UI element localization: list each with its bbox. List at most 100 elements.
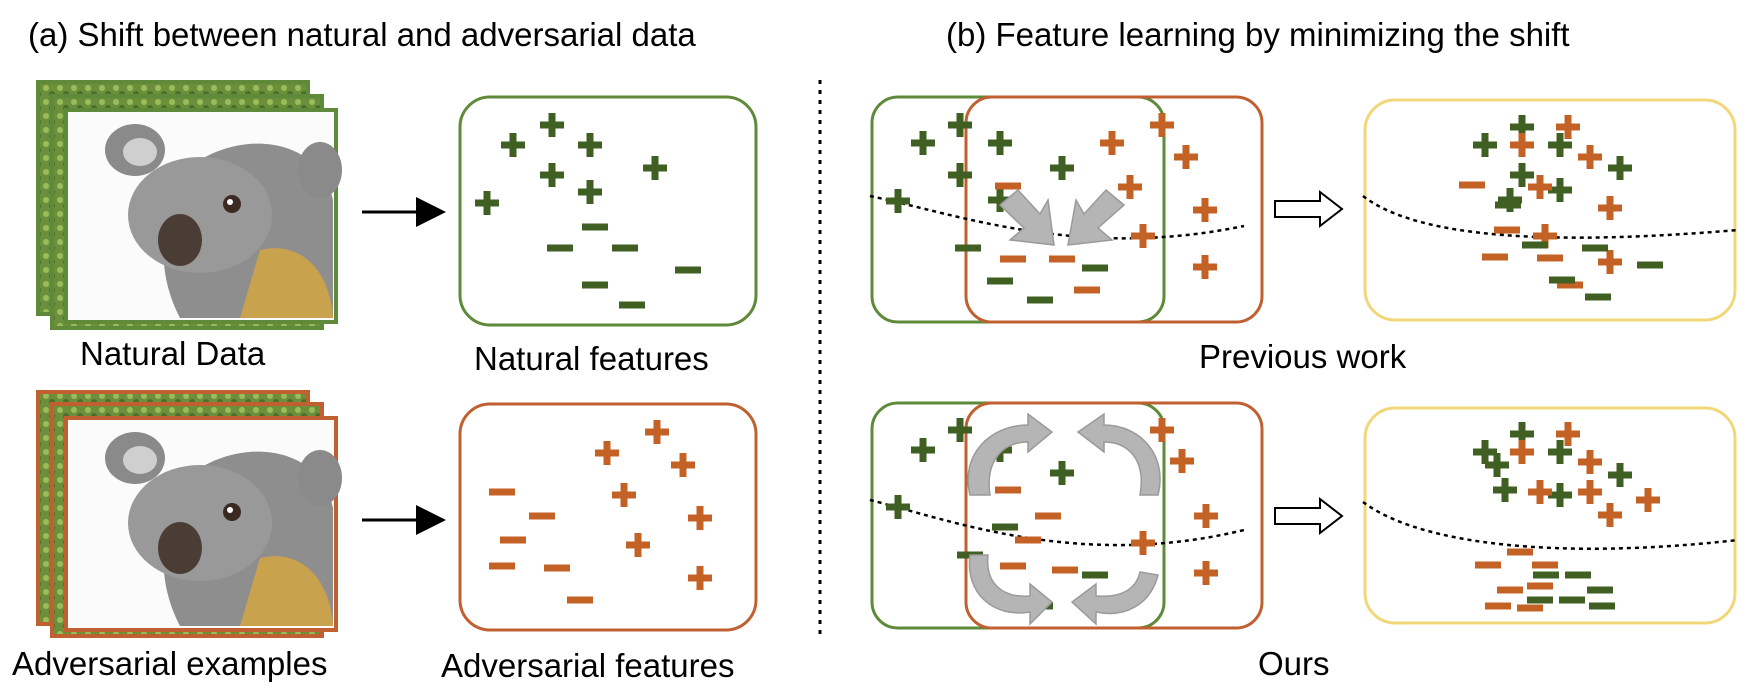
- adversarial-minus-mark: [1049, 255, 1075, 263]
- panel-b-title: (b) Feature learning by minimizing the s…: [946, 16, 1570, 53]
- pull-arrow-right-icon: [1067, 188, 1126, 246]
- natural-plus-mark: [1050, 156, 1074, 180]
- ours-decision-boundary: [869, 498, 1245, 547]
- prev-result-boundary: [1362, 195, 1739, 239]
- natural-data-image-stack: [36, 80, 342, 330]
- natural-plus-mark: [643, 156, 667, 180]
- adversarial-plus-mark: [1170, 449, 1194, 473]
- adversarial-plus-mark: [1193, 255, 1217, 279]
- natural-minus-mark: [1587, 586, 1613, 594]
- natural-plus-mark: [911, 131, 935, 155]
- adversarial-features-marks: [489, 420, 712, 604]
- adversarial-examples-label: Adversarial examples: [12, 645, 327, 682]
- adversarial-plus-mark: [1636, 488, 1660, 512]
- adversarial-minus-mark: [1015, 536, 1041, 544]
- cycle-arrow-bottom-left-icon: [968, 554, 1054, 626]
- adversarial-minus-mark: [1074, 286, 1100, 294]
- ours-adversarial-box: [964, 401, 1264, 630]
- adversarial-features-label: Adversarial features: [441, 647, 734, 684]
- natural-plus-mark: [948, 113, 972, 137]
- ours-hollow-arrow-icon: [1274, 496, 1344, 536]
- natural-plus-mark: [886, 189, 910, 213]
- natural-plus-mark: [911, 438, 935, 462]
- adversarial-minus-mark: [1035, 512, 1061, 520]
- ours-result-boundary: [1362, 501, 1739, 550]
- prev-adversarial-box: [964, 95, 1264, 324]
- natural-minus-mark: [987, 277, 1013, 285]
- adversarial-minus-mark: [489, 488, 515, 496]
- natural-plus-mark: [475, 191, 499, 215]
- adversarial-minus-mark: [1537, 254, 1563, 262]
- cycle-arrow-top-left-icon: [967, 412, 1054, 496]
- adversarial-plus-mark: [1131, 224, 1155, 248]
- natural-minus-mark: [1533, 571, 1559, 579]
- koala-icon: [105, 124, 342, 318]
- natural-minus-mark: [1549, 276, 1575, 284]
- adversarial-minus-mark: [1482, 253, 1508, 261]
- natural-minus-mark: [955, 244, 981, 252]
- pull-arrow-left-icon: [998, 188, 1055, 246]
- adversarial-minus-mark: [1052, 566, 1078, 574]
- adversarial-minus-mark: [544, 564, 570, 572]
- adversarial-plus-mark: [1194, 504, 1218, 528]
- adversarial-plus-mark: [1118, 175, 1142, 199]
- adversarial-plus-mark: [1510, 440, 1534, 464]
- natural-minus-mark: [1082, 571, 1108, 579]
- adversarial-plus-mark: [645, 420, 669, 444]
- panel-a-title: (a) Shift between natural and adversaria…: [28, 16, 696, 53]
- natural-minus-mark: [582, 223, 608, 231]
- natural-features-box: [458, 95, 758, 327]
- natural-data-label: Natural Data: [80, 335, 266, 372]
- natural-minus-mark: [1495, 201, 1521, 209]
- cycle-arrows: [967, 412, 1161, 626]
- adversarial-minus-mark: [1532, 561, 1558, 569]
- natural-minus-mark: [992, 523, 1018, 531]
- adversarial-minus-mark: [1517, 604, 1543, 612]
- natural-minus-mark: [619, 301, 645, 309]
- ours-result-box: [1363, 406, 1737, 625]
- adversarial-minus-mark: [1507, 548, 1533, 556]
- koala-icon: [105, 432, 342, 626]
- previous-work-label: Previous work: [1199, 338, 1407, 375]
- adversarial-features-box: [458, 402, 758, 632]
- adversarial-minus-mark: [567, 596, 593, 604]
- adversarial-plus-mark: [1578, 145, 1602, 169]
- prev-result-marks: [1459, 115, 1663, 301]
- prev-result-box: [1363, 98, 1737, 322]
- natural-minus-mark: [1082, 264, 1108, 272]
- natural-plus-mark: [1608, 156, 1632, 180]
- adversarial-plus-mark: [1510, 133, 1534, 157]
- adversarial-plus-mark: [1150, 113, 1174, 137]
- pull-arrows: [998, 188, 1126, 246]
- natural-plus-mark: [948, 163, 972, 187]
- adversarial-plus-mark: [1131, 531, 1155, 555]
- natural-plus-mark: [540, 113, 564, 137]
- natural-minus-mark: [612, 244, 638, 252]
- adversarial-minus-mark: [500, 536, 526, 544]
- natural-minus-mark: [1589, 602, 1615, 610]
- prev-mixed-marks: [886, 113, 1217, 304]
- natural-plus-mark: [1608, 463, 1632, 487]
- adversarial-plus-mark: [1528, 175, 1552, 199]
- adversarial-plus-mark: [626, 533, 650, 557]
- adversarial-minus-mark: [1459, 181, 1485, 189]
- adversarial-plus-mark: [1578, 480, 1602, 504]
- adversarial-minus-mark: [1000, 255, 1026, 263]
- adversarial-plus-mark: [1598, 503, 1622, 527]
- natural-plus-mark: [988, 131, 1012, 155]
- cycle-arrow-bottom-right-icon: [1070, 571, 1159, 626]
- natural-minus-mark: [1027, 296, 1053, 304]
- adversarial-minus-mark: [1485, 602, 1511, 610]
- adversarial-minus-mark: [1000, 562, 1026, 570]
- natural-minus-mark: [675, 266, 701, 274]
- adversarial-minus-mark: [1475, 561, 1501, 569]
- natural-minus-mark: [1527, 596, 1553, 604]
- natural-plus-mark: [578, 180, 602, 204]
- adversarial-plus-mark: [595, 441, 619, 465]
- ours-label: Ours: [1258, 645, 1330, 682]
- adversarial-plus-mark: [1193, 198, 1217, 222]
- ours-result-marks: [1473, 422, 1660, 612]
- adversarial-plus-mark: [1578, 450, 1602, 474]
- natural-plus-mark: [501, 133, 525, 157]
- adversarial-minus-mark: [529, 512, 555, 520]
